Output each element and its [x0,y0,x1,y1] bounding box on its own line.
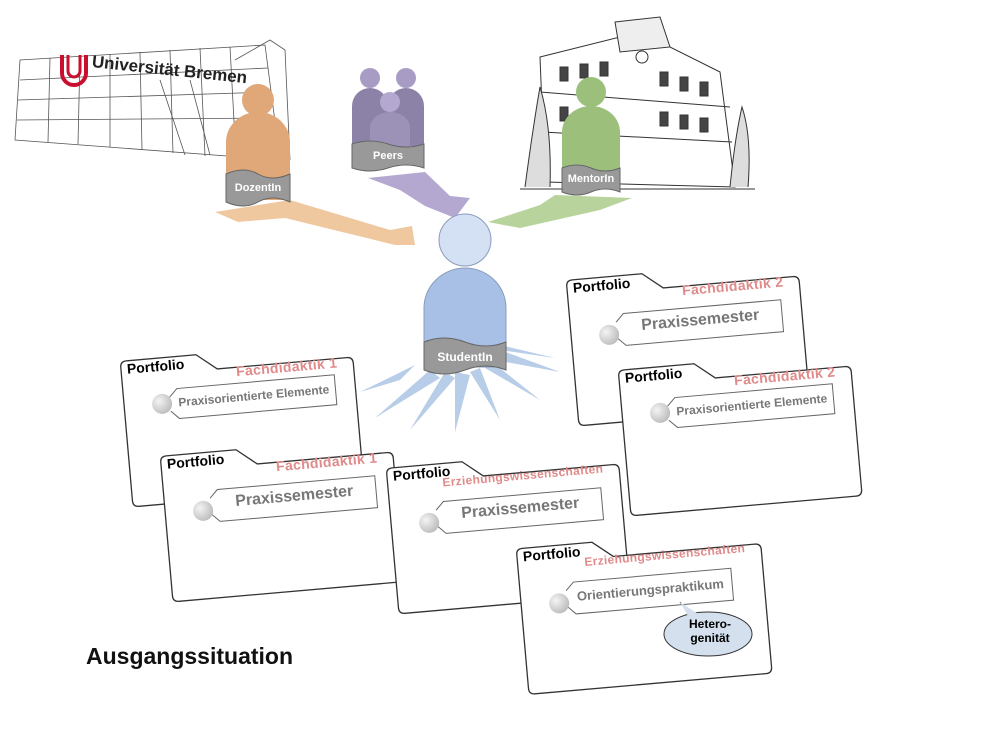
mentor-figure [561,77,621,196]
arrow-dozent-to-student [215,200,415,245]
arrow-peers-to-student [368,172,470,218]
portfolio-folder[interactable]: Portfolio Fachdidaktik 2 Praxisorientier… [612,342,869,521]
mentor-banner [561,164,621,196]
student-banner [423,337,507,375]
student-rays [360,345,560,432]
peers-label: Peers [373,150,403,162]
university-building-sketch [14,39,291,161]
dozent-banner [225,169,291,207]
dozent-figure [225,84,291,207]
arrow-mentor-to-student [488,195,632,228]
dozent-label: DozentIn [234,182,282,194]
speech-bubble [663,601,753,657]
peers-banner [351,140,425,172]
school-building-sketch [520,16,755,190]
portfolio-folder[interactable]: Portfolio Fachdidaktik 1 Praxissemester [154,428,411,607]
peers-figure [351,68,425,172]
university-logo-icon [60,55,88,87]
mentor-label: MentorIn [567,173,615,185]
heterogeneity-callout: Hetero- genität [688,617,731,645]
student-figure [423,213,507,375]
student-label: StudentIn [437,350,493,364]
page-title: Ausgangssituation [86,643,294,669]
